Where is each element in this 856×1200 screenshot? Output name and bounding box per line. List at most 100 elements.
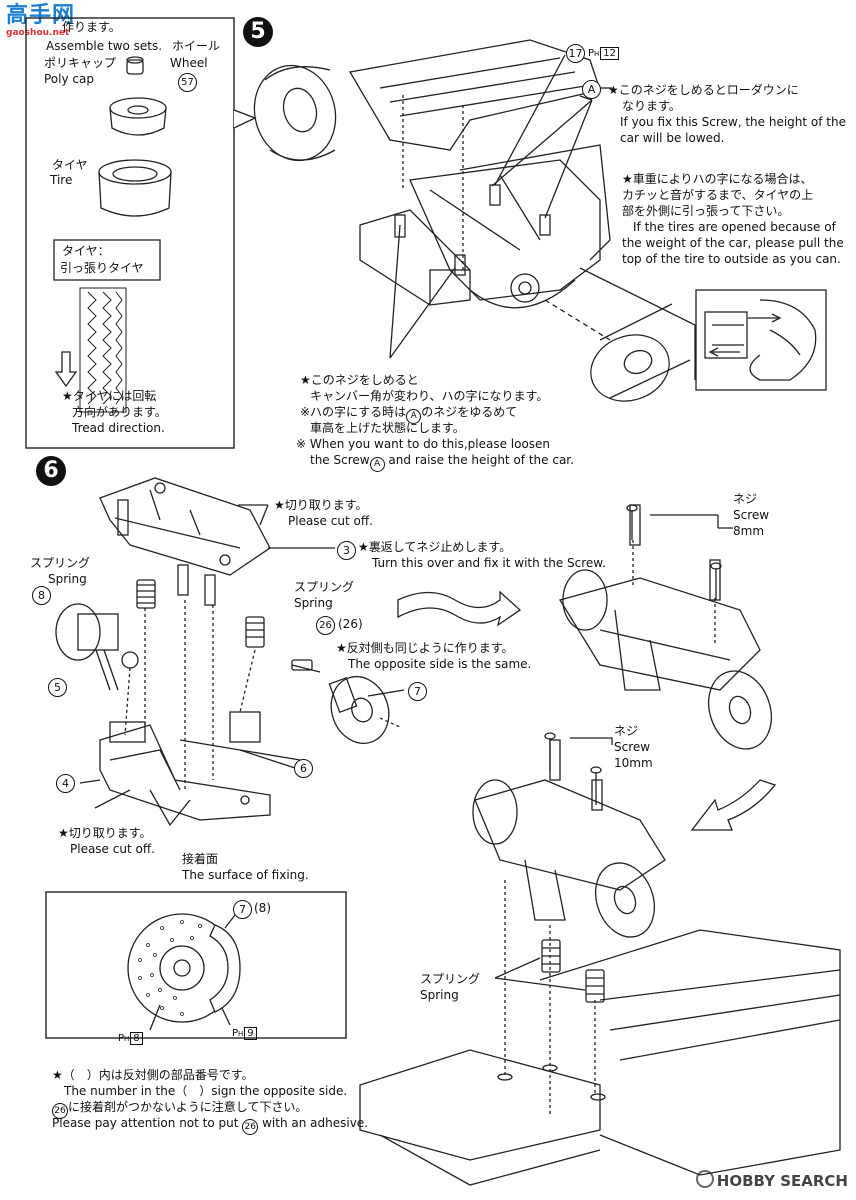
inset-make-two-jp: 作ります。 [62,20,121,34]
spring2-jp: スプリング [294,580,355,594]
lower-arm-drawing [99,711,301,821]
disc-brake-inset-drawing [127,913,241,1031]
hobbysearch-icon [695,1170,714,1188]
hand-inset-drawing [695,289,827,391]
fixing-en: The surface of fixing. [182,868,309,882]
polycap-drawing [126,56,144,75]
fixing-jp: 接着面 [182,852,219,866]
progress-arrow-icon [690,779,777,831]
note-en-1: The number in the（ ）sign the opposite si… [64,1084,348,1098]
screw-8mm-icons [544,504,722,805]
inset-polycap-jp: ポリキャップ [44,56,117,70]
dashed-leaders-6 [124,600,256,790]
part-57-label: 57 [178,73,197,92]
screw8-size: 8mm [733,524,765,538]
right-tire-drawing [590,303,691,402]
camber-jp-4: 車高を上げた状態にします。 [310,421,465,435]
opened-en-2: the weight of the car, please pull the [622,236,844,250]
note-en-2: Please pay attention not to put 26 with … [52,1116,368,1135]
part-7-label: 7 [408,682,427,701]
inset-wheel-en: Wheel [170,56,208,70]
flip-arrow-icon [397,590,522,627]
cutoff1-jp: ★切り取ります。 [274,498,368,512]
inset-wheel-jp: ホイール [172,39,221,53]
camber-en-1: ※ When you want to do this,please loosen [296,437,551,451]
spring1-en: Spring [48,572,87,586]
screw10-jp: ネジ [614,724,639,738]
camber-jp-1: ★このネジをしめると [300,373,419,387]
opened-jp-1: ★車重によりハの字になる場合は、 [622,172,813,186]
front-assembly-2-drawing [472,739,666,938]
screw-a-inline-2: A [369,457,385,472]
tire-drawing [98,159,172,217]
part-17-label: 17 [566,44,585,63]
opened-en-3: top of the tire to outside as you can. [622,252,841,266]
cutoff1-en: Please cut off. [288,514,373,528]
lowdown-en-2: car will be lowed. [620,131,725,145]
part-6-label: 6 [294,759,313,778]
step-6-number: 6 [36,456,66,486]
lower-springs-drawing [541,939,605,1003]
inset-tire-type-1: タイヤ： [62,244,110,258]
screw8-jp: ネジ [733,492,758,506]
inset-tread-jp-2: 方向があります。 [72,405,167,419]
inset-tire-en: Tire [50,173,73,187]
spring1-jp: スプリング [30,556,91,570]
step-5-number: 5 [243,17,273,47]
part-26-paren-label: (26) [338,617,363,631]
screw10-en: Screw [614,740,651,754]
inset-tread-en: Tread direction. [72,421,165,435]
cutoff2-en: Please cut off. [70,842,155,856]
hub-left-drawing [55,603,139,691]
fix-en: Turn this over and fix it with the Screw… [372,556,606,570]
spring3-en: Spring [420,988,459,1002]
opened-en-1: If the tires are opened because of [633,220,836,234]
spring3-jp: スプリング [420,972,481,986]
wheel-drawing [109,97,167,136]
part-26-label: 26 [316,616,335,635]
part-3-label: 3 [337,541,356,560]
cutoff2-jp: ★切り取ります。 [58,826,152,840]
part-26-inline-2: 26 [242,1119,259,1135]
inset-tire-jp: タイヤ [52,158,88,172]
inset-make-two-en: Assemble two sets. [46,39,163,53]
inset-tire-type-2: 引っ張りタイヤ [60,261,144,275]
part-8-label: 8 [32,586,51,605]
screw8-en: Screw [733,508,770,522]
part-4-label: 4 [56,774,75,793]
lowdown-en-1: If you fix this Screw, the height of the [620,115,846,129]
part-26-inline-1: 26 [52,1103,68,1119]
watermark-logo: 高手网 gaoshou.net [6,3,76,39]
opened-jp-3: 部を外側に引っ張って下さい。 [622,204,790,218]
opened-jp-2: カチッと音がするまで、タイヤの上 [622,188,814,202]
lower-chassis-drawing [359,929,841,1186]
note-jp-1: ★（ ）内は反対側の部品番号です。 [52,1068,254,1082]
inset-part-7-label: 7 [233,900,252,919]
camber-jp-2: キャンバー角が変わり、ハの字になります。 [310,389,549,403]
screw-a-inline-1: A [406,409,422,424]
inset-part-8-paren: (8) [254,901,271,915]
lowdown-jp-1: ★このネジをしめるとローダウンに [608,83,799,97]
tread-pattern [79,287,127,413]
front-assembly-1-drawing [558,504,772,750]
spring2-en: Spring [294,596,333,610]
inset-polycap-en: Poly cap [44,72,94,86]
screw-a-label: A [582,80,601,99]
watermark-hobbysearch: HOBBY SEARCH [695,1170,848,1190]
part-5-label: 5 [48,678,67,697]
upper-arm-drawing [99,477,271,606]
brake-disc-drawing [328,675,390,745]
inset-tread-jp-1: ★タイヤには回転 [62,389,157,403]
chassis-drawing [348,39,611,309]
fix-jp: ★裏返してネジ止めします。 [358,540,512,554]
screw10-size: 10mm [614,756,653,770]
springs-drawing [136,579,265,648]
lowdown-jp-2: なります。 [622,99,681,113]
